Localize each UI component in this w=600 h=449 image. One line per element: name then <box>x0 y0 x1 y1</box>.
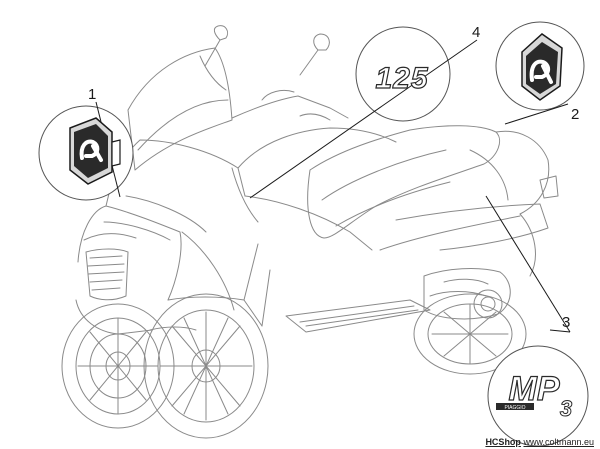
displacement-decal-icon: 125 <box>375 61 429 95</box>
leader-line-4 <box>249 39 478 199</box>
callout-number-2: 2 <box>571 106 579 123</box>
callout-circle-4 <box>355 26 451 122</box>
front-logo-badge-icon <box>69 117 121 185</box>
decal-maker-strip: PIAGGIO <box>504 405 525 411</box>
scooter-illustration <box>61 25 559 439</box>
leader-line-3 <box>485 195 571 333</box>
rear-logo-badge-icon <box>521 33 563 101</box>
decal-mp-text: MP <box>509 370 560 408</box>
decal-125-text: 125 <box>375 62 428 95</box>
callout-number-4: 4 <box>472 24 480 41</box>
mp3-decal-icon: MP 3 PIAGGIO <box>496 369 573 422</box>
source-credit: HCShop www.coltmann.eu <box>485 437 594 447</box>
leader-line-2 <box>504 103 569 125</box>
credit-url[interactable]: www.coltmann.eu <box>523 437 594 447</box>
callout-number-1: 1 <box>88 86 96 103</box>
decal-3-text: 3 <box>560 396 572 421</box>
callout-circle-3 <box>487 345 589 447</box>
callout-number-3: 3 <box>562 314 570 331</box>
credit-shop: HCShop <box>485 437 521 447</box>
